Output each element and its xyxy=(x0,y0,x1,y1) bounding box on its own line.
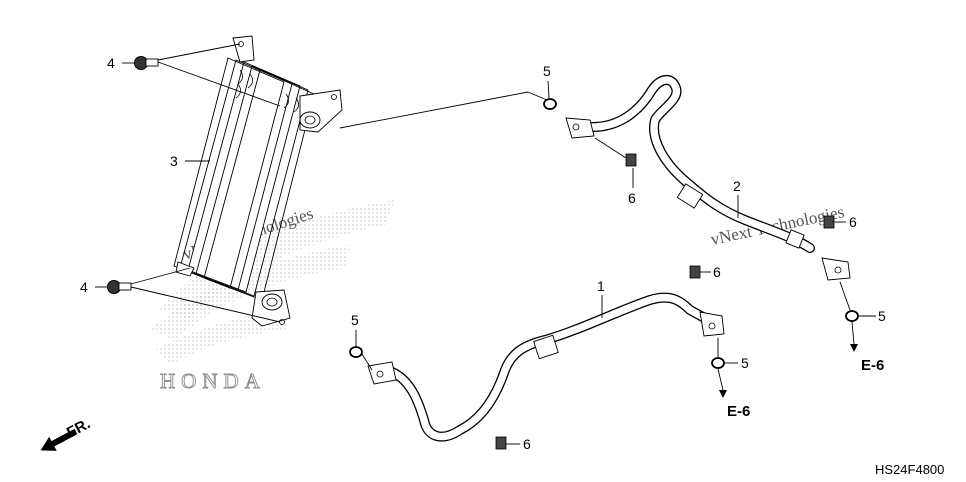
callout-6-upper-left: 6 xyxy=(628,190,636,206)
arrow-e6-left-icon xyxy=(719,390,727,398)
washer-5-right-high xyxy=(845,310,859,322)
diagram-code: HS24F4800 xyxy=(875,462,944,477)
callout-6-upper-right: 6 xyxy=(849,214,857,230)
callout-6-mid: 6 xyxy=(713,264,721,280)
oil-hose-part-2 xyxy=(565,75,851,281)
callout-5-right-low: 5 xyxy=(741,355,749,371)
leader-lines xyxy=(95,43,876,445)
bolt-6-lower xyxy=(495,436,507,450)
front-direction-arrow-icon xyxy=(40,428,78,451)
washer-5-mid xyxy=(349,346,363,358)
washer-5-right-low xyxy=(711,357,725,369)
callout-4-lower: 4 xyxy=(80,279,88,295)
callout-3: 3 xyxy=(170,153,178,169)
bolt-6-mid xyxy=(689,265,701,279)
oil-cooler-part-3 xyxy=(173,35,343,327)
callout-5-mid: 5 xyxy=(351,312,359,328)
arrow-e6-right-icon xyxy=(850,344,858,352)
bolt-6-upper-right xyxy=(823,215,835,229)
callout-2: 2 xyxy=(733,178,741,194)
bolt-4-upper xyxy=(134,56,159,70)
oil-hose-part-1 xyxy=(367,292,725,442)
callout-5-right-high: 5 xyxy=(878,308,886,324)
callout-1: 1 xyxy=(597,278,605,294)
washer-5-upper xyxy=(543,98,557,110)
callout-6-lower: 6 xyxy=(523,436,531,452)
callout-4-upper: 4 xyxy=(107,55,115,71)
ref-e6-right: E-6 xyxy=(861,357,884,374)
logo-text: HONDA xyxy=(160,369,266,393)
bolt-4-lower xyxy=(107,280,132,294)
callout-5-upper: 5 xyxy=(543,63,551,79)
honda-wing-logo-watermark: HONDA xyxy=(150,200,395,393)
ref-e6-left: E-6 xyxy=(727,403,750,420)
bolt-6-upper-left xyxy=(625,153,637,167)
